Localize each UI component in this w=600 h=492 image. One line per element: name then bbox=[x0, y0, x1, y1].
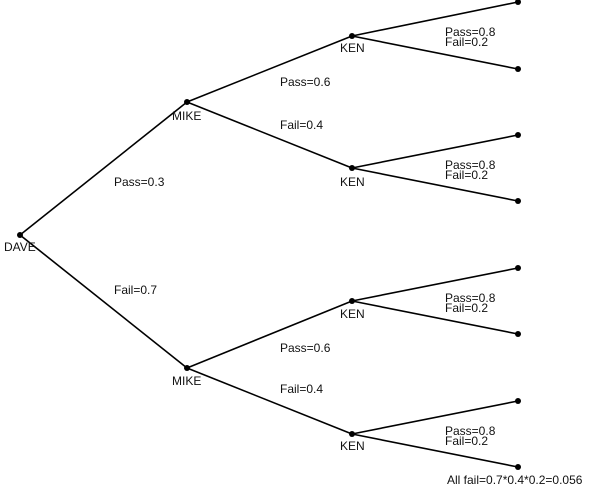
node-dot-ken-3 bbox=[349, 298, 355, 304]
branch-mike-bottom-ken-3 bbox=[186, 300, 353, 369]
leaf-dot bbox=[515, 132, 521, 138]
leaf-dot bbox=[515, 265, 521, 271]
node-dot-ken-1 bbox=[349, 33, 355, 39]
edge-labels: Pass=0.3 Fail=0.7 Pass=0.6 Fail=0.4 Pass… bbox=[114, 25, 496, 448]
node-label-dave: DAVE bbox=[4, 240, 36, 254]
branch-ken-1-leaf-1 bbox=[351, 1, 519, 37]
branch-ken-3-leaf-6 bbox=[351, 300, 519, 335]
branch-mike-top-ken-1 bbox=[186, 35, 353, 103]
node-label-ken-3: KEN bbox=[340, 307, 365, 321]
node-label-mike-bottom: MIKE bbox=[172, 374, 201, 388]
edge-label-mike-bottom-fail: Fail=0.4 bbox=[280, 382, 323, 396]
edge-label-ken-4-pass: Pass=0.8 bbox=[445, 424, 496, 438]
node-labels: DAVE MIKE MIKE KEN KEN KEN KEN bbox=[4, 41, 365, 453]
leaf-dot bbox=[515, 0, 521, 5]
node-label-ken-2: KEN bbox=[340, 175, 365, 189]
edge-label-ken-1-pass: Pass=0.8 bbox=[445, 25, 496, 39]
edge-label-ken-4-fail: Fail=0.2 bbox=[445, 434, 488, 448]
branch-ken-4-leaf-7 bbox=[351, 400, 519, 435]
branch-mike-top-ken-2 bbox=[186, 101, 353, 169]
node-label-mike-top: MIKE bbox=[172, 109, 201, 123]
node-dot-dave bbox=[17, 232, 23, 238]
edge-label-mike-top-pass: Pass=0.6 bbox=[280, 75, 331, 89]
leaf-dot bbox=[515, 66, 521, 72]
node-label-ken-4: KEN bbox=[340, 439, 365, 453]
branch-ken-2-leaf-4 bbox=[351, 167, 519, 202]
branch-ken-3-leaf-5 bbox=[351, 267, 519, 302]
edge-label-mike-top-fail: Fail=0.4 bbox=[280, 118, 323, 132]
leaf-dot bbox=[515, 331, 521, 337]
node-dot-ken-4 bbox=[349, 431, 355, 437]
tree-branches bbox=[19, 1, 519, 468]
tree-nodes bbox=[17, 0, 521, 470]
edge-label-dave-pass: Pass=0.3 bbox=[114, 175, 165, 189]
all-fail-annotation: All fail=0.7*0.4*0.2=0.056 bbox=[447, 473, 583, 487]
edge-label-ken-3-fail: Fail=0.2 bbox=[445, 301, 488, 315]
edge-label-ken-3-pass: Pass=0.8 bbox=[445, 291, 496, 305]
branch-ken-4-leaf-8 bbox=[351, 433, 519, 468]
branch-ken-2-leaf-3 bbox=[351, 134, 519, 169]
edge-label-dave-fail: Fail=0.7 bbox=[114, 283, 157, 297]
node-label-ken-1: KEN bbox=[340, 41, 365, 55]
branch-ken-1-leaf-2 bbox=[351, 35, 519, 70]
node-dot-ken-2 bbox=[349, 165, 355, 171]
leaf-dot bbox=[515, 464, 521, 470]
edge-label-ken-1-fail: Fail=0.2 bbox=[445, 35, 488, 49]
edge-label-ken-2-pass: Pass=0.8 bbox=[445, 158, 496, 172]
node-dot-mike-top bbox=[184, 99, 190, 105]
branch-dave-mike-bottom bbox=[19, 234, 188, 369]
node-dot-mike-bottom bbox=[184, 365, 190, 371]
leaf-dot bbox=[515, 398, 521, 404]
branch-mike-bottom-ken-4 bbox=[186, 367, 353, 435]
edge-label-mike-bottom-pass: Pass=0.6 bbox=[280, 341, 331, 355]
leaf-dot bbox=[515, 198, 521, 204]
branch-dave-mike-top bbox=[19, 101, 188, 236]
edge-label-ken-2-fail: Fail=0.2 bbox=[445, 168, 488, 182]
